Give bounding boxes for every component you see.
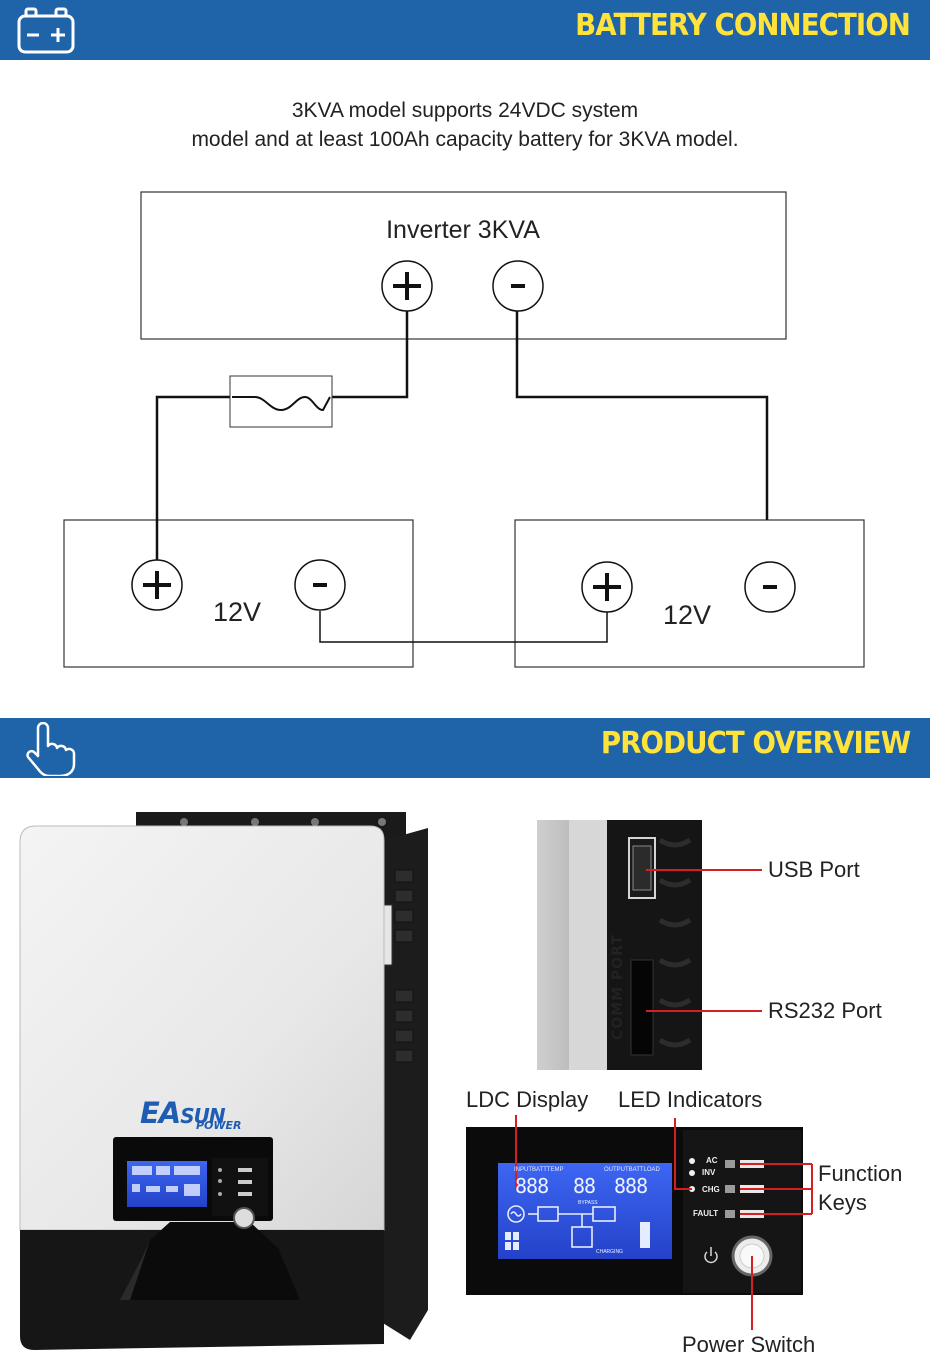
function-keys-label-line1: Function [818,1161,903,1186]
negative-wire [515,311,769,520]
hand-pointer-icon [26,722,76,776]
lcd-header-left: INPUTBATTTEMP [514,1167,564,1173]
intro-line-2: model and at least 100Ah capacity batter… [191,128,739,151]
fuse-symbol [232,395,331,412]
battery-connection-title: BATTERY CONNECTION [575,8,911,43]
brand-logo: EASUN [140,1096,226,1130]
inverter-minus-terminal [492,260,544,312]
rs232-port-label: RS232 Port [768,998,882,1023]
positive-wire-b [155,395,230,561]
inverter-box [140,191,787,340]
lcd-digits-right: 888 [614,1174,648,1198]
indicator-fault: FAULT [693,1209,719,1218]
front-power-button [233,1207,255,1229]
lcd-digits-left: 888 [515,1174,549,1198]
rs232-port [630,959,654,1056]
lcd-header-right: OUTPUTBATTLOAD [604,1167,660,1173]
intro-line-1: 3KVA model supports 24VDC system [291,99,639,122]
indicator-chg: CHG [702,1185,720,1194]
battery-1-minus-terminal [294,559,346,611]
battery-2-plus-terminal [581,561,633,613]
positive-wire-a [332,311,409,399]
ldc-display-label: LDC Display [466,1087,589,1112]
lcd-digits-mid: 88 [573,1174,596,1198]
product-overview-banner: PRODUCT OVERVIEW [0,718,930,778]
indicator-ac: AC [706,1156,718,1165]
battery-1-voltage: 12V [213,597,262,627]
lcd-charging: CHARGING [596,1249,623,1255]
battery-2-minus-terminal [744,561,796,613]
led-indicators-label: LED Indicators [618,1087,763,1112]
power-switch-label: Power Switch [682,1332,816,1357]
battery-1-plus-terminal [131,559,183,611]
series-link-wire [319,611,608,643]
brand-logo-sub: POWER [196,1119,242,1132]
brand-logo-part1: EA [140,1096,181,1130]
fuse-box [229,375,333,428]
lcd-bypass: BYPASS [578,1200,598,1206]
function-keys-label-line2: Keys [818,1190,867,1215]
comm-port-label: COMM PORT [610,934,626,1040]
inverter-plus-terminal [381,260,433,312]
battery-wiring-diagram [63,191,865,668]
battery-intro-text: 3KVA model supports 24VDC system model a… [0,96,930,154]
product-overview-title: PRODUCT OVERVIEW [600,726,911,761]
battery-connection-banner: BATTERY CONNECTION [0,0,930,60]
usb-port-label: USB Port [768,857,860,882]
inverter-label: Inverter 3KVA [386,216,540,244]
battery-2-voltage: 12V [663,600,712,630]
battery-icon [17,7,75,54]
indicator-inv: INV [702,1168,716,1177]
brand-logo-part2: SUN [180,1104,225,1128]
